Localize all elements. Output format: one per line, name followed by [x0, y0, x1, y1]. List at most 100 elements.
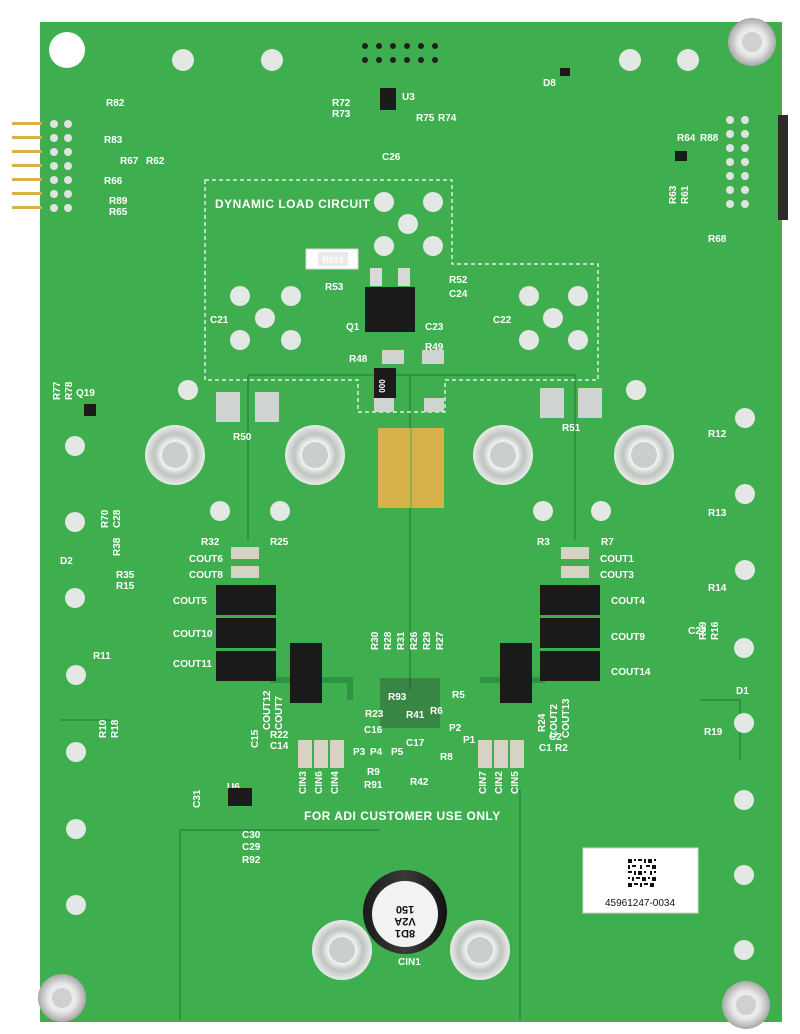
customer-use-notice: FOR ADI CUSTOMER USE ONLY: [304, 809, 501, 823]
ref-R72: R72: [332, 98, 351, 109]
ref-R75: R75: [416, 113, 435, 124]
ref-COUT4: COUT4: [611, 596, 645, 607]
ref-Q19: Q19: [76, 388, 95, 399]
ref-R52: R52: [449, 275, 468, 286]
ref-R74: R74: [438, 113, 457, 124]
ref-R31: R31: [396, 631, 407, 650]
ref-R65: R65: [109, 207, 128, 218]
ref-R82: R82: [106, 98, 125, 109]
ref-R77: R77: [52, 381, 63, 400]
ref-U3: U3: [402, 92, 415, 103]
ref-C30: C30: [242, 830, 261, 841]
ref-COUT12: COUT12: [262, 690, 273, 730]
ref-R12: R12: [708, 429, 727, 440]
ref-R29: R29: [422, 631, 433, 650]
ref-R25: R25: [270, 537, 289, 548]
ref-C31: C31: [192, 789, 203, 808]
r010-marking: R010: [322, 255, 344, 265]
ref-R26: R26: [409, 631, 420, 650]
ref-P4: P4: [370, 747, 383, 758]
ref-R88: R88: [700, 133, 719, 144]
ref-CIN1: CIN1: [398, 957, 421, 968]
ref-R30: R30: [370, 631, 381, 650]
ref-R69: R69: [698, 621, 709, 640]
ref-COUT1: COUT1: [600, 554, 634, 565]
ref-R19: R19: [704, 727, 723, 738]
ref-CIN2: CIN2: [494, 771, 505, 794]
ref-R51: R51: [562, 423, 581, 434]
ref-R18: R18: [110, 719, 121, 738]
ref-R32: R32: [201, 537, 220, 548]
ref-U6: U6: [227, 782, 240, 793]
ref-C29: C29: [242, 842, 261, 853]
ref-R42: R42: [410, 777, 429, 788]
ref-COUT14: COUT14: [611, 667, 651, 678]
ref-R92: R92: [242, 855, 261, 866]
ref-R61: R61: [680, 185, 691, 204]
ref-R89: R89: [109, 196, 128, 207]
ref-R41: R41: [406, 710, 425, 721]
ref-P3: P3: [353, 747, 366, 758]
ref-COUT11: COUT11: [173, 659, 212, 670]
ref-R6: R6: [430, 706, 443, 717]
ref-P5: P5: [391, 747, 404, 758]
ref-COUT8: COUT8: [189, 570, 223, 581]
ref-R67: R67: [120, 156, 139, 167]
ref-C21: C21: [210, 315, 229, 326]
ref-C28: C28: [112, 509, 123, 528]
ref-D2: D2: [60, 556, 73, 567]
ref-C24: C24: [449, 289, 468, 300]
ref-COUT9: COUT9: [611, 632, 645, 643]
ref-COUT5: COUT5: [173, 596, 207, 607]
ref-P1: P1: [463, 735, 476, 746]
ref-Q1: Q1: [346, 322, 360, 333]
ref-R63: R63: [668, 185, 679, 204]
ref-R70: R70: [100, 509, 111, 528]
ref-R8: R8: [440, 752, 453, 763]
ref-R16: R16: [710, 621, 721, 640]
ref-R28: R28: [383, 631, 394, 650]
cap-voltage: V2A: [394, 915, 415, 927]
ref-R62: R62: [146, 156, 165, 167]
ref-C16: C16: [364, 725, 383, 736]
ref-COUT2: COUT2: [549, 704, 560, 738]
ref-D1: D1: [736, 686, 749, 697]
ref-R93: R93: [388, 692, 407, 703]
ref-CIN4: CIN4: [330, 771, 341, 794]
ref-R3: R3: [537, 537, 550, 548]
cap-code: 8D1: [395, 927, 415, 939]
ref-R91: R91: [364, 780, 383, 791]
ref-C26: C26: [382, 152, 401, 163]
ref-COUT6: COUT6: [189, 554, 223, 565]
ref-CIN5: CIN5: [510, 771, 521, 794]
ref-C14: C14: [270, 741, 289, 752]
mosfet-marking: 000: [378, 379, 387, 393]
ref-COUT3: COUT3: [600, 570, 634, 581]
dynamic-load-title: DYNAMIC LOAD CIRCUIT: [215, 197, 370, 211]
ref-CIN3: CIN3: [298, 771, 309, 794]
ref-R2: R2: [555, 743, 568, 754]
ref-R13: R13: [708, 508, 727, 519]
ref-R9: R9: [367, 767, 380, 778]
ref-COUT13: COUT13: [561, 698, 572, 738]
ref-COUT10: COUT10: [173, 629, 213, 640]
ref-CIN7: CIN7: [478, 771, 489, 794]
ref-R49: R49: [425, 342, 444, 353]
cap-value: 150: [396, 903, 414, 915]
ref-R5: R5: [452, 690, 465, 701]
ref-R15: R15: [116, 581, 135, 592]
ref-R10: R10: [98, 719, 109, 738]
ref-R83: R83: [104, 135, 123, 146]
ref-D8: D8: [543, 78, 556, 89]
ref-R24: R24: [537, 713, 548, 732]
ref-C1: C1: [539, 743, 552, 754]
ref-R68: R68: [708, 234, 727, 245]
ref-R73: R73: [332, 109, 351, 120]
ref-C2: C2: [549, 732, 562, 743]
ref-R50: R50: [233, 432, 252, 443]
ref-R23: R23: [365, 709, 384, 720]
ref-P2: P2: [449, 723, 462, 734]
ref-R35: R35: [116, 570, 135, 581]
ref-R48: R48: [349, 354, 368, 365]
